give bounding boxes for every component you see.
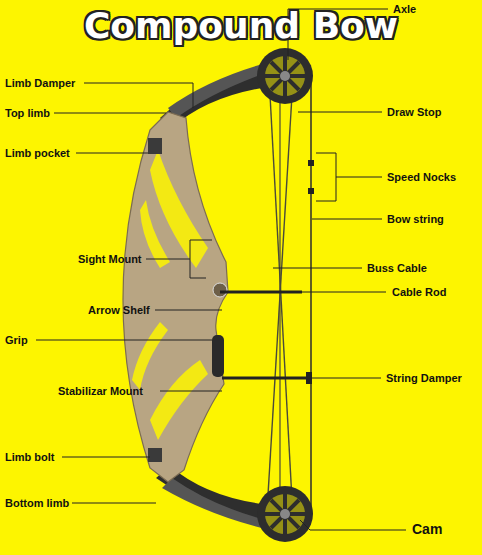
part-label: Bow string [387, 213, 444, 225]
part-label: Limb Damper [5, 77, 75, 89]
part-label: Cable Rod [392, 286, 446, 298]
part-label: Arrow Shelf [88, 304, 150, 316]
part-label: Axle [393, 3, 416, 15]
part-label: Buss Cable [367, 262, 427, 274]
part-label: Top limb [5, 107, 50, 119]
part-label: Limb pocket [5, 147, 70, 159]
part-label: Stabilizar Mount [58, 385, 143, 397]
part-label: Cam [412, 522, 442, 537]
part-label: Draw Stop [387, 106, 441, 118]
part-label: Bottom limb [5, 497, 69, 509]
part-label: String Damper [386, 372, 462, 384]
part-label: Grip [5, 334, 28, 346]
part-label: Speed Nocks [387, 171, 456, 183]
part-label: Limb bolt [5, 451, 55, 463]
part-label: Sight Mount [78, 253, 142, 265]
